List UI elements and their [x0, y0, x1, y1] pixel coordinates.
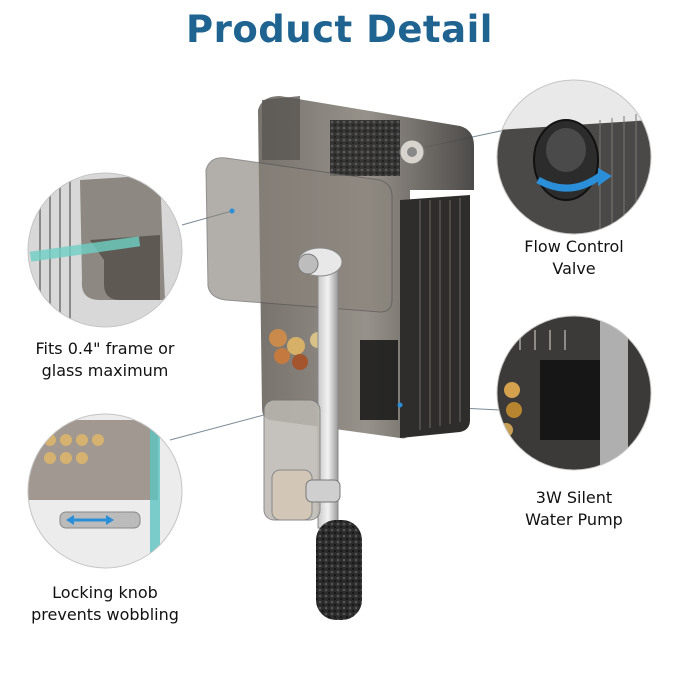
frame-fit-line2: glass maximum: [41, 361, 169, 380]
flow-control-valve-detail: [497, 80, 651, 234]
locking-knob-label: Locking knob prevents wobbling: [18, 582, 192, 626]
locking-knob-line1: Locking knob: [52, 583, 158, 602]
sponge-prefilter: [316, 520, 362, 620]
pump-label: 3W Silent Water Pump: [497, 487, 651, 531]
pump-line1: 3W Silent: [535, 488, 613, 507]
filter-body: [205, 96, 474, 439]
flow-control-line1: Flow Control: [524, 237, 624, 256]
page-title: Product Detail: [186, 8, 493, 51]
water-pump-detail: [497, 316, 651, 470]
frame-fit-detail: [28, 173, 182, 327]
intake-tube: [263, 247, 343, 529]
locking-knob-detail: [28, 414, 182, 568]
locking-knob-line2: prevents wobbling: [31, 605, 179, 624]
frame-fit-label: Fits 0.4" frame or glass maximum: [18, 338, 192, 382]
flow-control-label: Flow Control Valve: [497, 236, 651, 280]
flow-control-line2: Valve: [552, 259, 596, 278]
frame-fit-line1: Fits 0.4" frame or: [35, 339, 175, 358]
pump-line2: Water Pump: [525, 510, 623, 529]
